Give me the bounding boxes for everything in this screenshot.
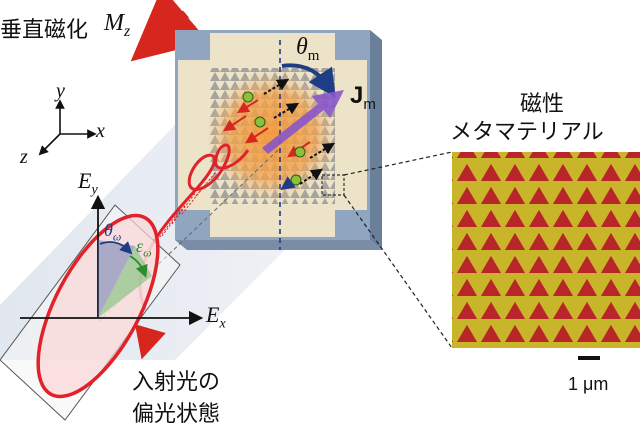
zoom-source-box	[321, 174, 345, 196]
epsilon-omega-arc	[129, 255, 148, 278]
mz-label: Mz	[104, 10, 131, 40]
metamaterial-image	[452, 152, 640, 348]
metamaterial-label-line1: 磁性	[520, 92, 565, 117]
axis-x-label: x	[96, 120, 105, 142]
jm-label: Jm	[350, 82, 376, 113]
theta-omega-arc	[99, 241, 133, 255]
theta-omega-wedge	[98, 240, 135, 318]
incident-light-label-line1: 入射光の	[132, 370, 221, 395]
coordinate-axes	[38, 99, 97, 156]
ellipse-direction-arrow	[135, 324, 166, 360]
axis-z-label: z	[20, 146, 28, 168]
epsilon-omega-label: εω	[136, 236, 152, 260]
incident-light-label-line2: 偏光状態	[132, 402, 221, 427]
theta-m-label: θm	[296, 34, 320, 64]
zoom-line-top	[343, 151, 453, 176]
perp-magnetization-label: 垂直磁化	[0, 18, 89, 43]
magnetization-arrow	[130, 0, 209, 62]
jm-arrow	[262, 90, 344, 154]
light-wave	[138, 143, 250, 311]
theta-m-arc	[281, 63, 336, 98]
zoom-line-bottom	[343, 194, 453, 349]
metamaterial-label-line2: メタマテリアル	[450, 120, 604, 145]
scale-bar-label: 1 μm	[568, 374, 609, 394]
theta-omega-label: θω	[104, 220, 122, 244]
ey-label: Ey	[78, 168, 98, 198]
axis-y-label: y	[56, 80, 65, 102]
ex-label: Ex	[206, 302, 226, 332]
spin-particles	[223, 78, 336, 191]
